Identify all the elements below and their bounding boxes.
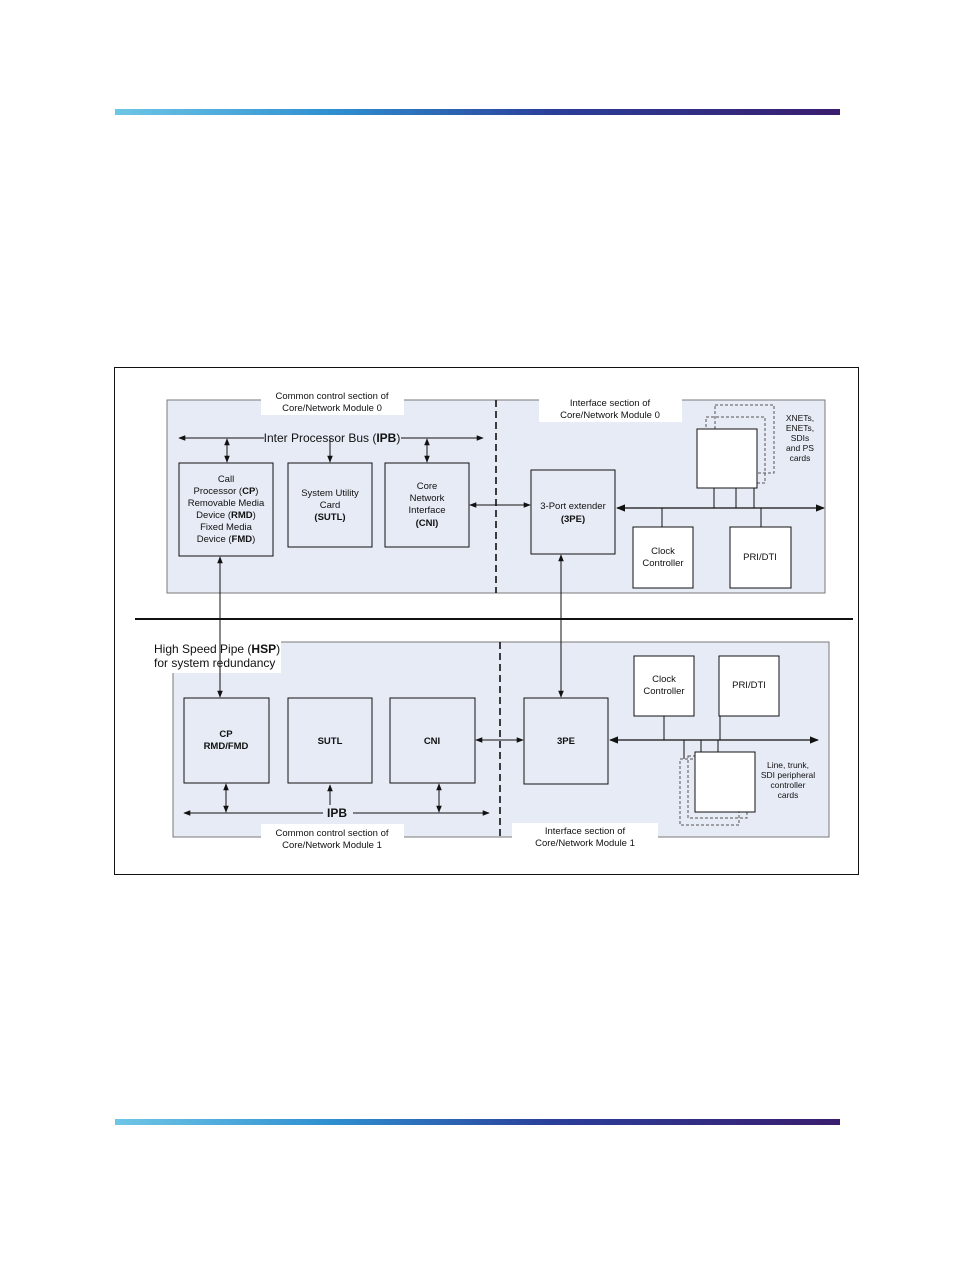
module0-pri-box — [729, 526, 792, 589]
module0-cp-line5: Fixed Media — [200, 522, 252, 533]
module0-sutl-box — [287, 462, 373, 548]
header-rule — [115, 109, 840, 115]
hsp-label-line1: High Speed Pipe (HSP) — [154, 642, 280, 656]
module1-interface-caption-line2: Core/Network Module 1 — [535, 838, 635, 849]
module0-clock-line2: Controller — [642, 558, 683, 569]
module0-cni-bold: (CNI) — [416, 518, 439, 529]
module0-cni-line1: Core — [417, 481, 438, 492]
module0-cp-line1: Call — [218, 474, 234, 485]
module0-sutl-bold: (SUTL) — [314, 512, 345, 523]
module1-pri-box — [718, 655, 780, 717]
module0-cards-line2: ENETs, — [786, 423, 814, 433]
module1-cards-line3: controller — [771, 780, 806, 790]
module0-cp-line4: Device (RMD) — [196, 510, 256, 521]
module1-pri-label: PRI/DTI — [732, 680, 766, 691]
module1-cp-box — [183, 697, 270, 784]
module0-3pe-bold: (3PE) — [561, 514, 585, 525]
module1-common-caption-line1: Common control section of — [276, 828, 389, 839]
module0-cards-box — [696, 428, 758, 489]
module0-interface-caption-line1: Interface section of — [570, 398, 651, 409]
module1-cp-line2: RMD/FMD — [204, 741, 249, 752]
module1-clock-line1: Clock — [652, 674, 676, 685]
module0-3pe-box — [530, 469, 616, 555]
module0-cp-line6: Device (FMD) — [197, 534, 256, 545]
module0-sutl-line1: System Utility — [301, 488, 359, 499]
module0-common-caption-line1: Common control section of — [276, 391, 389, 402]
core-network-module-diagram: Common control section of Core/Network M… — [114, 367, 859, 875]
module1-clock-box — [633, 655, 695, 717]
module0-cards-line4: and PS — [786, 443, 814, 453]
module0-cni-line3: Interface — [409, 505, 446, 516]
module0-pri-label: PRI/DTI — [743, 552, 777, 563]
module1-3pe-box — [523, 697, 609, 785]
module0-cni-box — [384, 462, 470, 548]
module1-cni-label: CNI — [424, 736, 440, 747]
module1-cards-line2: SDI peripheral — [761, 770, 815, 780]
module0-cp-line3: Removable Media — [188, 498, 265, 509]
module0-3pe-line1: 3-Port extender — [540, 501, 605, 512]
module0-sutl-line2: Card — [320, 500, 341, 511]
module1-interface-caption-line1: Interface section of — [545, 826, 626, 837]
module1-3pe-label: 3PE — [557, 736, 575, 747]
module1-ipb-label: IPB — [327, 806, 347, 820]
module0-cp-box — [178, 462, 274, 557]
module0-ipb-label: Inter Processor Bus (IPB) — [264, 431, 401, 445]
module0-clock-line1: Clock — [651, 546, 675, 557]
module1-common-caption-line2: Core/Network Module 1 — [282, 840, 382, 851]
module1-cards-line4: cards — [778, 790, 799, 800]
module1-sutl-label: SUTL — [318, 736, 343, 747]
module0-clock-box — [632, 526, 694, 589]
module1-cards-box — [694, 751, 756, 813]
module0-cp-line2: Processor (CP) — [194, 486, 259, 497]
hsp-label-line2: for system redundancy — [154, 656, 275, 670]
module0-interface-caption-line2: Core/Network Module 0 — [560, 410, 660, 421]
module0-cards-line1: XNETs, — [786, 413, 814, 423]
module0-cards-line5: cards — [790, 453, 811, 463]
module1-sutl-box — [287, 697, 373, 784]
module1-cp-line1: CP — [219, 729, 233, 740]
module0-common-caption-line2: Core/Network Module 0 — [282, 403, 382, 414]
footer-rule — [115, 1119, 840, 1125]
module1-cni-box — [389, 697, 476, 784]
module1-cards-line1: Line, trunk, — [767, 760, 809, 770]
module0-cards-line3: SDIs — [791, 433, 809, 443]
module1-clock-line2: Controller — [643, 686, 684, 697]
module0-cni-line2: Network — [410, 493, 445, 504]
